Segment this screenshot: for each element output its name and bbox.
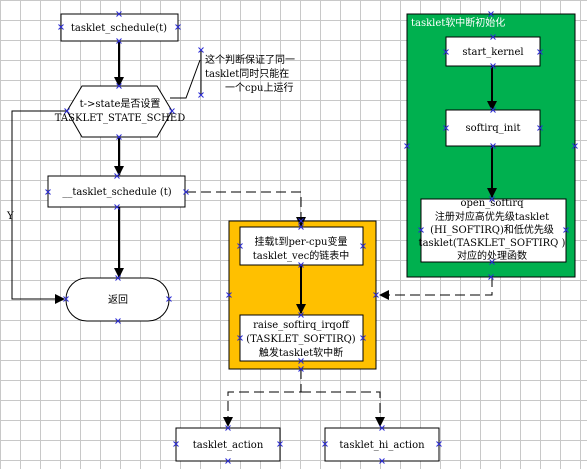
connection-handle-icon[interactable] [225,425,231,431]
connection-handle-icon[interactable] [379,458,385,464]
connection-handle-icon[interactable] [298,312,304,318]
connection-handle-icon[interactable] [436,441,442,447]
raise-label-1: raise_softirq_irqoff [253,320,350,331]
connection-handle-icon[interactable] [360,335,366,341]
inner-schedule-label: __tasklet_schedule (t) [62,187,171,198]
open-softirq-label-1: open_softirq [460,198,524,209]
tasklet-action-node [175,427,281,462]
note-line-3: 一个cpu上运行 [225,81,293,94]
connection-handle-icon[interactable] [298,262,304,268]
note-line-1: 这个判断保证了同一 [205,53,295,66]
connection-handle-icon[interactable] [490,63,496,69]
connection-handle-icon[interactable] [116,38,122,44]
edge-inner-to-mount [186,191,306,227]
note-connector [170,59,201,99]
connection-handle-icon[interactable] [166,296,172,302]
mount-label-1: 挂载t到per-cpu变量 [255,235,348,248]
state-check-label-1: t->state是否设置 [80,98,161,110]
connection-handle-icon[interactable] [488,274,494,280]
mount-label-2: tasklet_vec的链表中 [253,249,349,262]
connection-handle-icon[interactable] [114,204,120,210]
connection-handle-icon[interactable] [116,83,122,89]
softirq-init-label: softirq_init [465,123,520,134]
connection-handle-icon[interactable] [58,24,64,30]
connection-handle-icon[interactable] [173,441,179,447]
edge-yellow-to-actions [223,369,302,427]
connection-handle-icon[interactable] [563,227,569,233]
connection-handle-icon[interactable] [360,243,366,249]
connection-handle-icon[interactable] [45,189,51,195]
connection-handle-icon[interactable] [116,11,122,17]
connection-handle-icon[interactable] [488,11,494,17]
connection-handle-icon[interactable] [183,189,189,195]
connection-handle-icon[interactable] [237,243,243,249]
connection-handle-icon[interactable] [198,47,204,53]
state-check-label-2: TASKLET_STATE_SCHED [55,113,185,124]
note-line-2: tasklet同时只能在 [205,67,289,80]
connection-handle-icon[interactable] [114,173,120,179]
connection-handle-icon[interactable] [572,143,578,149]
connection-handle-icon[interactable] [225,458,231,464]
connection-handle-icon[interactable] [537,49,543,55]
yes-edge-label: Y [6,211,14,222]
open-softirq-label-5: 对应的处理函数 [457,249,527,262]
connection-handle-icon[interactable] [443,49,449,55]
edge-open-to-yellow [379,277,493,300]
connection-handle-icon[interactable] [298,224,304,230]
connection-handle-icon[interactable] [116,134,122,140]
connection-handle-icon[interactable] [490,107,496,113]
connection-handle-icon[interactable] [490,34,496,40]
connection-handle-icon[interactable] [115,318,121,324]
connection-handle-icon[interactable] [489,196,495,202]
connection-handle-icon[interactable] [404,143,410,149]
selection-handles [45,11,578,464]
connection-handle-icon[interactable] [490,143,496,149]
connection-handle-icon[interactable] [373,292,379,298]
connection-handle-icon[interactable] [175,24,181,30]
connection-handle-icon[interactable] [537,125,543,131]
open-softirq-label-3: (HI_SOFTIRQ)和低优先级 [430,223,554,236]
tasklet-schedule-label: tasklet_schedule(t) [71,23,167,34]
connection-handle-icon[interactable] [226,292,232,298]
open-softirq-label-4: tasklet(TASKLET_SOFTIRQ ) [419,238,566,249]
connection-handle-icon[interactable] [237,335,243,341]
tasklet-action-label: tasklet_action [193,440,264,451]
state-check-decision [66,85,173,138]
start-kernel-label: start_kernel [462,47,523,58]
connection-handle-icon[interactable] [418,227,424,233]
open-softirq-node [420,198,567,263]
connection-handle-icon[interactable] [64,108,70,114]
connection-handle-icon[interactable] [198,92,204,98]
connection-handle-icon[interactable] [169,108,175,114]
edge-yellow-to-hi-actions [301,391,385,427]
connection-handle-icon[interactable] [298,366,304,372]
raise-label-3: 触发tasklet软中断 [259,346,343,359]
connection-handle-icon[interactable] [115,275,121,281]
raise-label-2: (TASKLET_SOFTIRQ) [246,334,356,345]
connection-handle-icon[interactable] [489,259,495,265]
connection-handle-icon[interactable] [298,358,304,364]
connection-handle-icon[interactable] [277,441,283,447]
return-label: 返回 [108,294,128,306]
connection-handle-icon[interactable] [63,296,69,302]
tasklet-hi-action-node [324,427,440,462]
tasklet-hi-action-label: tasklet_hi_action [339,440,425,451]
open-softirq-label-2: 注册对应高优先级tasklet [435,210,549,223]
connection-handle-icon[interactable] [379,425,385,431]
connection-handle-icon[interactable] [298,218,304,224]
connection-handle-icon[interactable] [443,125,449,131]
green-panel-title: tasklet软中断初始化 [411,16,505,29]
connection-handle-icon[interactable] [322,441,328,447]
edge-yes-to-return [11,110,67,304]
